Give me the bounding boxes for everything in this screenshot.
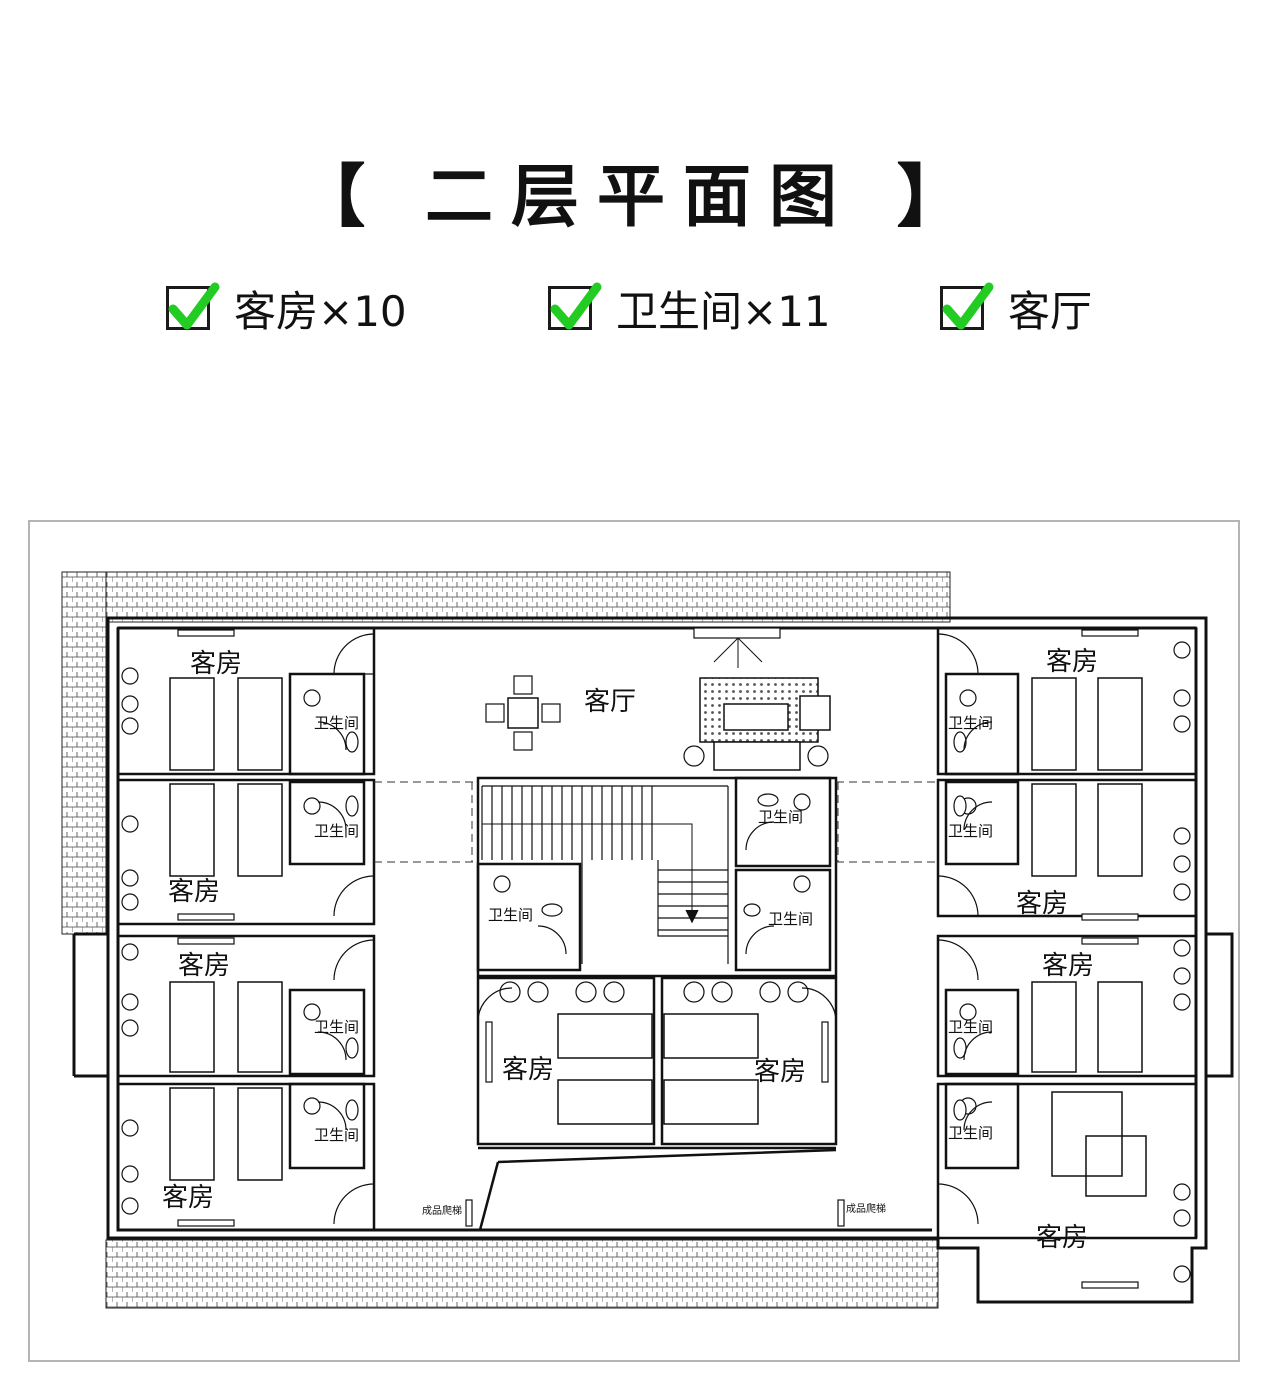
feature-living-room: 客厅 xyxy=(940,278,1092,338)
checkbox-checked-icon xyxy=(548,282,602,330)
room-label-bathroom: 卫生间 xyxy=(314,1018,359,1036)
ladder-marks xyxy=(465,1199,845,1227)
page-title: 【 二层平面图 】 xyxy=(0,150,1280,237)
floor-plan-frame: 客房 客房 客房 客房 客房 客房 客房 客房 客房 客房 客厅 卫生间 卫生间… xyxy=(28,520,1240,1362)
ladder-label: 成品爬梯 xyxy=(422,1204,462,1217)
right-room-walls xyxy=(936,626,1198,1240)
room-labels: 客房 客房 客房 客房 客房 客房 客房 客房 客房 客房 客厅 xyxy=(162,647,1098,1253)
floor-plan: 客房 客房 客房 客房 客房 客房 客房 客房 客房 客房 客厅 卫生间 卫生间… xyxy=(61,571,1234,1309)
room-label-guest-room: 客房 xyxy=(168,877,220,907)
room-label-bathroom: 卫生间 xyxy=(948,1124,993,1142)
room-label-bathroom: 卫生间 xyxy=(768,910,813,928)
left-room-walls xyxy=(116,626,376,1232)
room-label-guest-room: 客房 xyxy=(1042,951,1094,981)
checkbox-checked-icon xyxy=(940,282,994,330)
bathroom-fixtures xyxy=(121,641,1191,1283)
feature-label: 客房×10 xyxy=(234,286,407,336)
feature-label: 卫生间×11 xyxy=(616,286,831,336)
room-label-living-room: 客厅 xyxy=(584,687,636,717)
beds xyxy=(169,677,1147,1197)
room-label-bathroom: 卫生间 xyxy=(758,808,803,826)
page-title-text: 【 二层平面图 】 xyxy=(297,157,983,237)
room-label-bathroom: 卫生间 xyxy=(314,714,359,732)
living-room-furniture xyxy=(485,627,831,771)
room-label-guest-room: 客房 xyxy=(162,1183,214,1213)
room-label-guest-room: 客房 xyxy=(1046,647,1098,677)
windows xyxy=(177,629,1139,1289)
room-label-bathroom: 卫生间 xyxy=(948,1018,993,1036)
room-label-bathroom: 卫生间 xyxy=(948,822,993,840)
roof-tiles xyxy=(61,571,951,1309)
room-label-guest-room: 客房 xyxy=(1036,1223,1088,1253)
room-label-guest-room: 客房 xyxy=(502,1055,554,1085)
staircase xyxy=(481,785,729,964)
feature-label: 客厅 xyxy=(1008,286,1093,336)
bathroom-labels: 卫生间 卫生间 卫生间 卫生间 卫生间 卫生间 卫生间 卫生间 卫生间 卫生间 … xyxy=(314,714,993,1144)
beam-lines xyxy=(374,781,938,863)
room-label-bathroom: 卫生间 xyxy=(314,1126,359,1144)
ladder-label: 成品爬梯 xyxy=(846,1202,886,1215)
feature-bathrooms: 卫生间×11 xyxy=(548,278,831,338)
room-label-guest-room: 客房 xyxy=(754,1057,806,1087)
center-walls xyxy=(476,776,838,1231)
ladder-labels: 成品爬梯 成品爬梯 xyxy=(422,1202,886,1217)
room-label-bathroom: 卫生间 xyxy=(314,822,359,840)
room-label-bathroom: 卫生间 xyxy=(948,714,993,732)
room-label-bathroom: 卫生间 xyxy=(488,906,533,924)
room-label-guest-room: 客房 xyxy=(190,649,242,679)
room-label-guest-room: 客房 xyxy=(1016,889,1068,919)
feature-list: 客房×10 卫生间×11 客厅 xyxy=(0,278,1280,338)
door-swings xyxy=(317,633,993,1225)
feature-guest-rooms: 客房×10 xyxy=(166,278,407,338)
room-label-guest-room: 客房 xyxy=(178,951,230,981)
checkbox-checked-icon xyxy=(166,282,220,330)
